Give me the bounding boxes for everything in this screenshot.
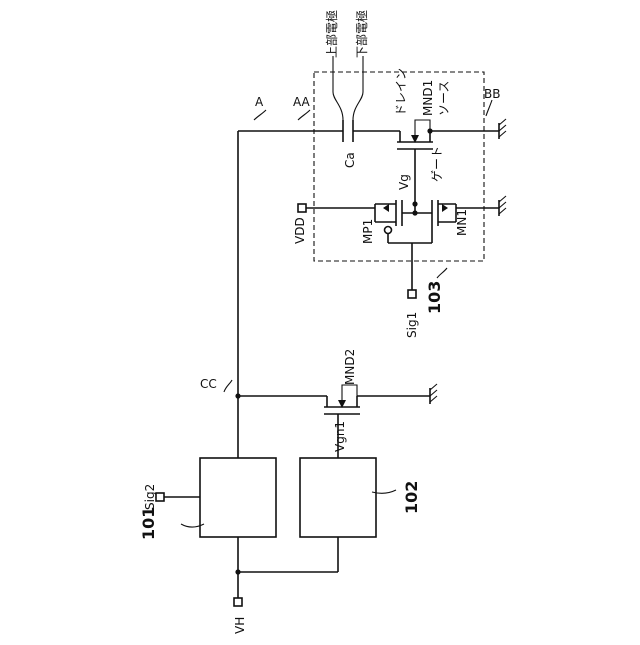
label-source: ソース [437, 81, 451, 116]
label-node-cc: CC [200, 377, 217, 391]
label-vdd: VDD [293, 217, 307, 244]
vdd-terminal [298, 204, 306, 212]
label-ref-103: 103 [425, 281, 444, 314]
label-vh: VH [233, 617, 247, 634]
capacitor-ca [333, 56, 363, 142]
label-mnd2: MND2 [343, 349, 357, 385]
label-lower-electrode: 下部電極 [354, 10, 369, 58]
block-102 [300, 458, 376, 537]
label-gate: ゲート [430, 146, 444, 182]
vh-terminal [234, 598, 242, 606]
label-sig1: Sig1 [405, 312, 419, 338]
label-cap-ca: Ca [343, 152, 357, 168]
inverter [304, 200, 499, 292]
label-node-aa: AA [293, 95, 311, 109]
transistor-mnd1 [397, 120, 433, 204]
block-101 [200, 458, 276, 537]
sig2-terminal [156, 493, 164, 501]
ground-bb-icon [499, 119, 506, 139]
label-ref-101: 101 [139, 507, 158, 540]
label-sig2: Sig2 [143, 484, 157, 510]
labels: A AA BB CC 上部電極 下部電極 Ca ドレイン MND1 ソース ゲー… [139, 10, 500, 634]
label-node-bb: BB [484, 87, 500, 101]
sig1-terminal [408, 290, 416, 298]
label-mn1: MN1 [455, 209, 469, 236]
label-mnd1: MND1 [421, 80, 435, 116]
label-drain: ドレイン [394, 68, 408, 116]
ground-mnd2-icon [430, 384, 437, 404]
label-ref-102: 102 [402, 481, 421, 514]
label-vg: Vg [397, 174, 411, 190]
label-upper-electrode: 上部電極 [324, 10, 339, 58]
label-node-a: A [255, 95, 264, 109]
ground-mn1-icon [499, 196, 506, 216]
label-mp1: MP1 [361, 219, 375, 244]
transistor-mnd2 [324, 385, 430, 414]
label-vgn1: Vgn1 [333, 421, 347, 452]
